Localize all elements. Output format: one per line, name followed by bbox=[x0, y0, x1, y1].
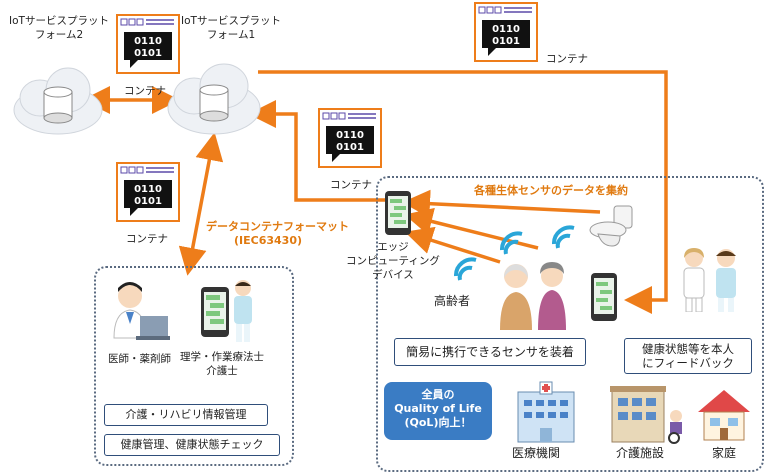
wifi-icon bbox=[454, 257, 477, 281]
svg-text:0110: 0110 bbox=[336, 130, 364, 141]
staff-illustration bbox=[683, 248, 736, 312]
svg-text:0110: 0110 bbox=[492, 24, 520, 35]
care-facility-icon bbox=[610, 386, 682, 444]
container-icon-3: 0110 0101 bbox=[318, 108, 382, 168]
elderly-label: 高齢者 bbox=[434, 294, 471, 308]
elderly-people-illustration bbox=[500, 262, 566, 330]
format-label: データコンテナフォーマット bbox=[206, 220, 349, 233]
health-mgmt-pill: 健康管理、健康状態チェック bbox=[104, 434, 280, 456]
database-icon bbox=[43, 86, 73, 124]
cloud-platform2 bbox=[13, 67, 103, 135]
toilet-sensor bbox=[589, 205, 633, 247]
svg-text:0110: 0110 bbox=[134, 184, 162, 195]
care-provider-panel bbox=[94, 266, 294, 466]
doctor-illustration bbox=[113, 282, 170, 340]
container-icon-2: 0110 0101 bbox=[474, 2, 538, 62]
container-icon-1: 0110 0101 bbox=[116, 14, 180, 74]
sensor-note: 簡易に携行できるセンサを装着 bbox=[394, 338, 586, 366]
home-icon bbox=[698, 390, 750, 441]
cloud-platform1 bbox=[167, 63, 261, 135]
aggregate-label: 各種生体センサのデータを集約 bbox=[474, 184, 628, 197]
svg-text:0101: 0101 bbox=[134, 196, 162, 207]
care-mgmt-pill: 介護・リハビリ情報管理 bbox=[104, 404, 268, 426]
home-label: 家庭 bbox=[712, 446, 737, 460]
doctor-label: 医師・薬剤師 bbox=[108, 353, 171, 365]
container-icon-4: 0110 0101 bbox=[116, 162, 180, 222]
wifi-icon bbox=[552, 225, 575, 249]
platform2-label: IoTサービスプラット フォーム2 bbox=[9, 15, 109, 41]
svg-text:0101: 0101 bbox=[492, 36, 520, 47]
container-label-4: コンテナ bbox=[126, 233, 168, 245]
user-side-panel bbox=[376, 176, 764, 472]
wifi-icon bbox=[500, 231, 523, 255]
platform1-label: IoTサービスプラット フォーム1 bbox=[181, 15, 281, 41]
tablet-illustration bbox=[201, 287, 229, 337]
hospital-icon bbox=[517, 381, 575, 443]
svg-text:0101: 0101 bbox=[134, 48, 162, 59]
edge-device-phone bbox=[385, 191, 411, 235]
edge-device-label: エッジ コンピューティング デバイス bbox=[346, 241, 440, 281]
container-label-1: コンテナ bbox=[124, 85, 166, 97]
therapist-label: 理学・作業療法士 介護士 bbox=[180, 351, 264, 377]
svg-text:0101: 0101 bbox=[336, 142, 364, 153]
care-facility-label: 介護施設 bbox=[616, 446, 665, 460]
container-label-3: コンテナ bbox=[330, 179, 372, 191]
qol-badge: 全員の Quality of Life (QoL)向上！ bbox=[384, 382, 492, 440]
feedback-note: 健康状態等を本人 にフィードバック bbox=[624, 338, 752, 374]
container-label-2: コンテナ bbox=[546, 53, 588, 65]
format-standard: (IEC63430) bbox=[234, 234, 303, 247]
database-icon bbox=[199, 84, 229, 122]
user-phone bbox=[591, 273, 617, 321]
therapist-illustration bbox=[234, 280, 252, 342]
hospital-label: 医療機関 bbox=[512, 446, 561, 460]
svg-text:0110: 0110 bbox=[134, 36, 162, 47]
